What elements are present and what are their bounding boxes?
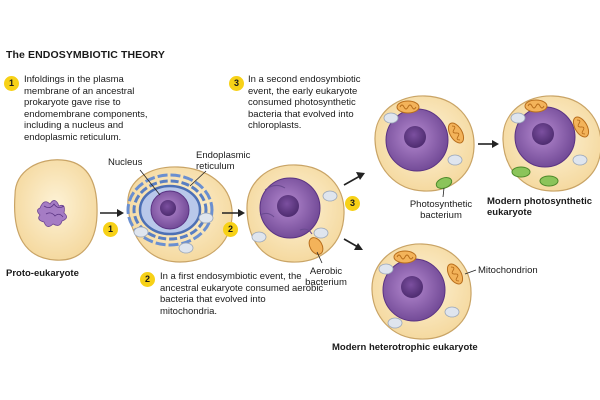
er-label-line1: Endoplasmic — [196, 150, 251, 161]
aerobic-label-line2: bacterium — [305, 277, 347, 288]
diagram-title: The ENDOSYMBIOTIC THEORY — [6, 49, 165, 61]
aerobic-bacterium-shape — [308, 237, 324, 255]
photosynthetic-label-line1: Photosynthetic — [409, 199, 473, 210]
arrow-down — [343, 238, 363, 250]
arrow-badge-3: 3 — [345, 196, 360, 211]
arrow-badge-2: 2 — [223, 222, 238, 237]
er-label-line2: reticulum — [196, 161, 235, 172]
arrow-2 — [222, 209, 245, 217]
arrow-to-photo — [478, 140, 499, 148]
chloroplast-shape — [539, 175, 559, 187]
photosynthetic-label-line2: bacterium — [420, 210, 462, 221]
step-1-text: Infoldings in the plasma membrane of an … — [24, 74, 148, 143]
chloroplast-shape — [511, 166, 531, 178]
step-2-badge: 2 — [140, 272, 155, 287]
early-eukaryote-cell — [374, 95, 475, 192]
step-3-badge: 3 — [229, 76, 244, 91]
arrow-1 — [100, 209, 124, 217]
modern-photosynthetic-label-line1: Modern photosynthetic — [487, 196, 593, 207]
proto-eukaryote-cell — [13, 159, 98, 261]
step-3-text: In a second endosymbiotic event, the ear… — [248, 74, 361, 131]
modern-photosynthetic-label-line2: eukaryote — [487, 207, 532, 218]
proto-eukaryote-label: Proto-eukaryote — [6, 268, 79, 279]
engulfing-cell — [246, 164, 345, 263]
modern-photosynthetic-cell — [502, 95, 600, 192]
pointer-lines — [139, 169, 477, 275]
photosynthetic-bacterium-shape — [435, 177, 453, 189]
step-1-badge: 1 — [4, 76, 19, 91]
modern-heterotrophic-label: Modern heterotrophic eukaryote — [332, 342, 478, 353]
nucleus-label: Nucleus — [108, 157, 143, 168]
ancestral-eukaryote-cell — [126, 166, 233, 263]
modern-heterotrophic-cell — [371, 243, 472, 340]
arrow-3-up — [343, 172, 365, 186]
aerobic-label-line1: Aerobic — [309, 266, 343, 277]
mitochondrion-label: Mitochondrion — [478, 265, 538, 276]
step-2-text: In a first endosymbiotic event, the ance… — [160, 271, 324, 317]
arrow-badge-1: 1 — [103, 222, 118, 237]
